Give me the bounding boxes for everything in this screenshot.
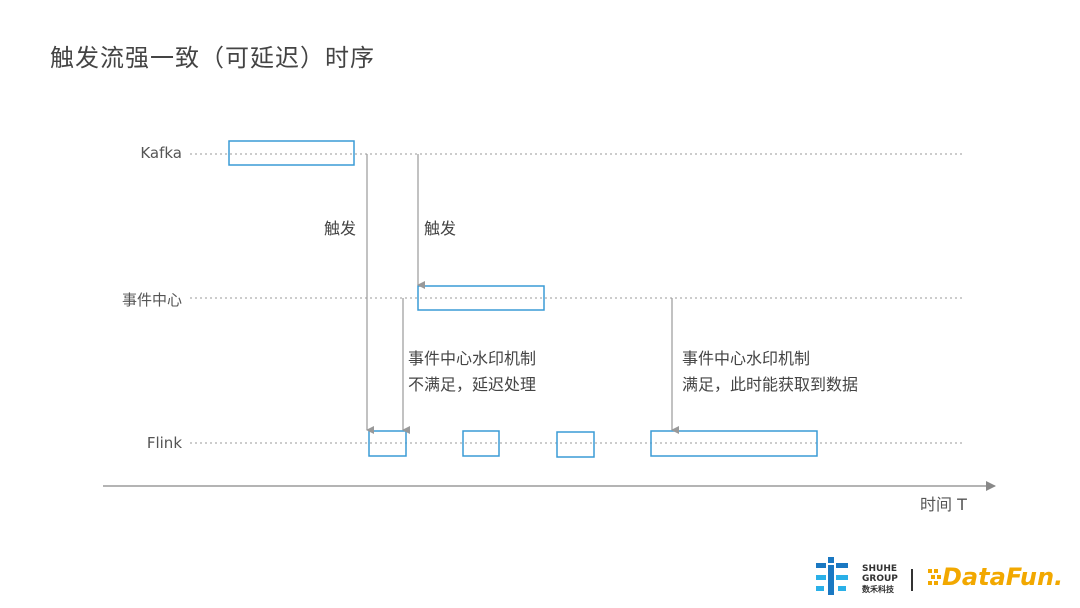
footer-logos: SHUHE GROUP 数禾科技 DataFun.: [812, 555, 1067, 600]
note-delay: 事件中心水印机制 不满足，延迟处理: [408, 349, 537, 394]
shuhe-brand-line2: GROUP: [862, 574, 898, 584]
arrow-label-trigger-1: 触发: [324, 219, 357, 238]
event-center-box: [417, 285, 545, 311]
lane-label-event-center: 事件中心: [121, 291, 182, 309]
lane-label-flink: Flink: [146, 434, 182, 452]
note-satisfied: 事件中心水印机制 满足，此时能获取到数据: [682, 349, 859, 394]
arrow-label-trigger-2: 触发: [424, 219, 457, 238]
datafun-dots-icon: [928, 569, 941, 585]
flink-box-2: [462, 430, 500, 457]
flink-box-4: [650, 430, 818, 457]
flink-box-1: [368, 430, 407, 457]
kafka-message-box: [228, 140, 355, 166]
shuhe-brand-line3: 数禾科技: [862, 585, 894, 594]
page-title: 触发流强一致（可延迟）时序: [50, 44, 375, 72]
logo-divider: [911, 569, 913, 591]
flink-box-3: [556, 431, 595, 458]
lane-label-kafka: Kafka: [140, 144, 182, 162]
datafun-logo-text: DataFun.: [942, 563, 1064, 591]
shuhe-brand-line1: SHUHE: [862, 564, 898, 574]
shuhe-logo-icon: [816, 557, 848, 595]
time-axis-label: 时间 T: [920, 495, 967, 514]
